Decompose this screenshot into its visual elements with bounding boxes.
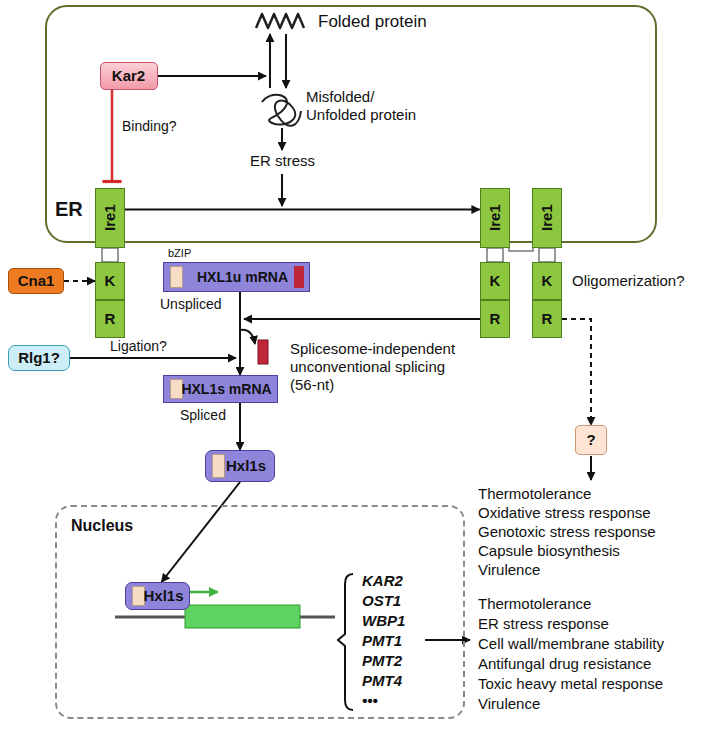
gene-name: ••• [362,692,378,710]
excised-intron [258,340,268,364]
ire1-linker [102,248,118,262]
annotation-label: Binding? [122,118,177,135]
mrna-box: HXL1u mRNA [163,262,310,292]
annotation-label: Capsule biosynthesis [478,542,620,560]
annotation-label: Splicesome-independent unconventional sp… [290,340,465,394]
inhibition-line [111,90,114,182]
bzip-segment [212,454,225,478]
kinase-domain: K [480,262,510,300]
annotation-label: Oxidative stress response [478,504,651,522]
chaperone-arrow [158,75,266,77]
connector-arrow [562,319,591,425]
ire1-linker [539,248,555,262]
annotation-label: Antifungal drug resistance [478,655,651,673]
node-text: Hxl1s [214,457,266,474]
protein-box: Hxl1s [205,450,275,482]
gene-name: PMT4 [362,672,402,690]
mrna-box: HXL1s mRNA [163,375,278,403]
gene-name: PMT2 [362,652,402,670]
rnase-domain: R [95,300,125,338]
intron-segment [294,266,304,288]
connector-arrow [125,209,480,211]
annotation-label: Virulence [478,695,540,713]
node-text: Ire1 [486,204,503,231]
ligation-arrow [70,357,236,359]
annotation-label: Genotoxic stress response [478,523,656,541]
splicing-arrow [244,318,480,320]
target-gene [185,605,300,628]
rnase-domain: R [480,300,510,338]
gene-name: WBP1 [362,612,405,630]
annotation-label: Thermotolerance [478,485,591,503]
annotation-label: Misfolded/ Unfolded protein [306,88,436,124]
bzip-segment [170,266,183,288]
protein-box: Cna1 [8,268,64,294]
node-text: K [105,272,116,289]
bzip-segment [132,586,145,606]
annotation-label: ER stress response [478,615,609,633]
node-text: Cna1 [18,272,55,289]
rnase-domain: R [532,300,562,338]
outcome-arrow [590,456,592,480]
protein-box: Hxl1s [125,582,190,610]
oligomer-bridge [509,242,533,251]
misfolding-arrow [285,34,287,88]
gene-bracket [338,574,353,710]
node-text: Ire1 [101,204,118,231]
node-text: Nucleus [71,517,133,535]
node-text: Rlg1? [18,349,60,366]
protein-box: Kar2 [100,62,158,90]
bzip-segment [170,379,183,399]
excision-arrow [240,330,255,344]
annotation-label: bZIP [168,247,191,260]
gene-name: OST1 [362,592,401,610]
annotation-label: Cell wall/membrane stability [478,635,664,653]
node-text: K [490,272,501,289]
ire1-domain: Ire1 [532,188,562,248]
annotation-label: Unspliced [160,296,221,313]
annotation-label: Folded protein [318,12,427,32]
annotation-label: Virulence [478,561,540,579]
ire1-domain: Ire1 [95,188,125,248]
stress-arrow [281,174,283,206]
connector-arrow [162,482,241,582]
node-text: HXL1u mRNA [185,269,288,285]
ire1-linker [487,248,503,262]
node-text: R [105,310,116,327]
kinase-domain: K [532,262,562,300]
node-text: Hxl1s [131,587,183,604]
node-text: HXL1s mRNA [169,381,271,397]
annotation-label: Spliced [180,407,226,424]
node-text: Kar2 [112,67,145,84]
annotation-label: ER stress [250,152,315,170]
node-text: R [490,310,501,327]
kinase-domain: K [95,262,125,300]
unknown-box: ? [575,425,607,455]
protein-box: Rlg1? [8,345,70,371]
connector-arrow [64,280,95,282]
folded-protein-icon [256,14,304,28]
connector-arrow [239,292,241,375]
annotation-label: Thermotolerance [478,595,591,613]
ire1-domain: Ire1 [480,188,510,248]
node-text: R [542,310,553,327]
misfolded-protein-icon [262,95,301,126]
connector-arrow [239,403,241,450]
node-text: K [542,272,553,289]
stress-arrow [281,128,283,150]
annotation-label: Toxic heavy metal response [478,675,663,693]
annotation-label: Oligomerization? [572,272,685,290]
gene-name: PMT1 [362,632,402,650]
folding-arrow [269,34,271,88]
gene-name: KAR2 [362,572,403,590]
node-text: ? [586,431,595,448]
node-text: ER [55,198,83,221]
annotation-label: Ligation? [110,338,167,355]
node-text: Ire1 [538,204,555,231]
